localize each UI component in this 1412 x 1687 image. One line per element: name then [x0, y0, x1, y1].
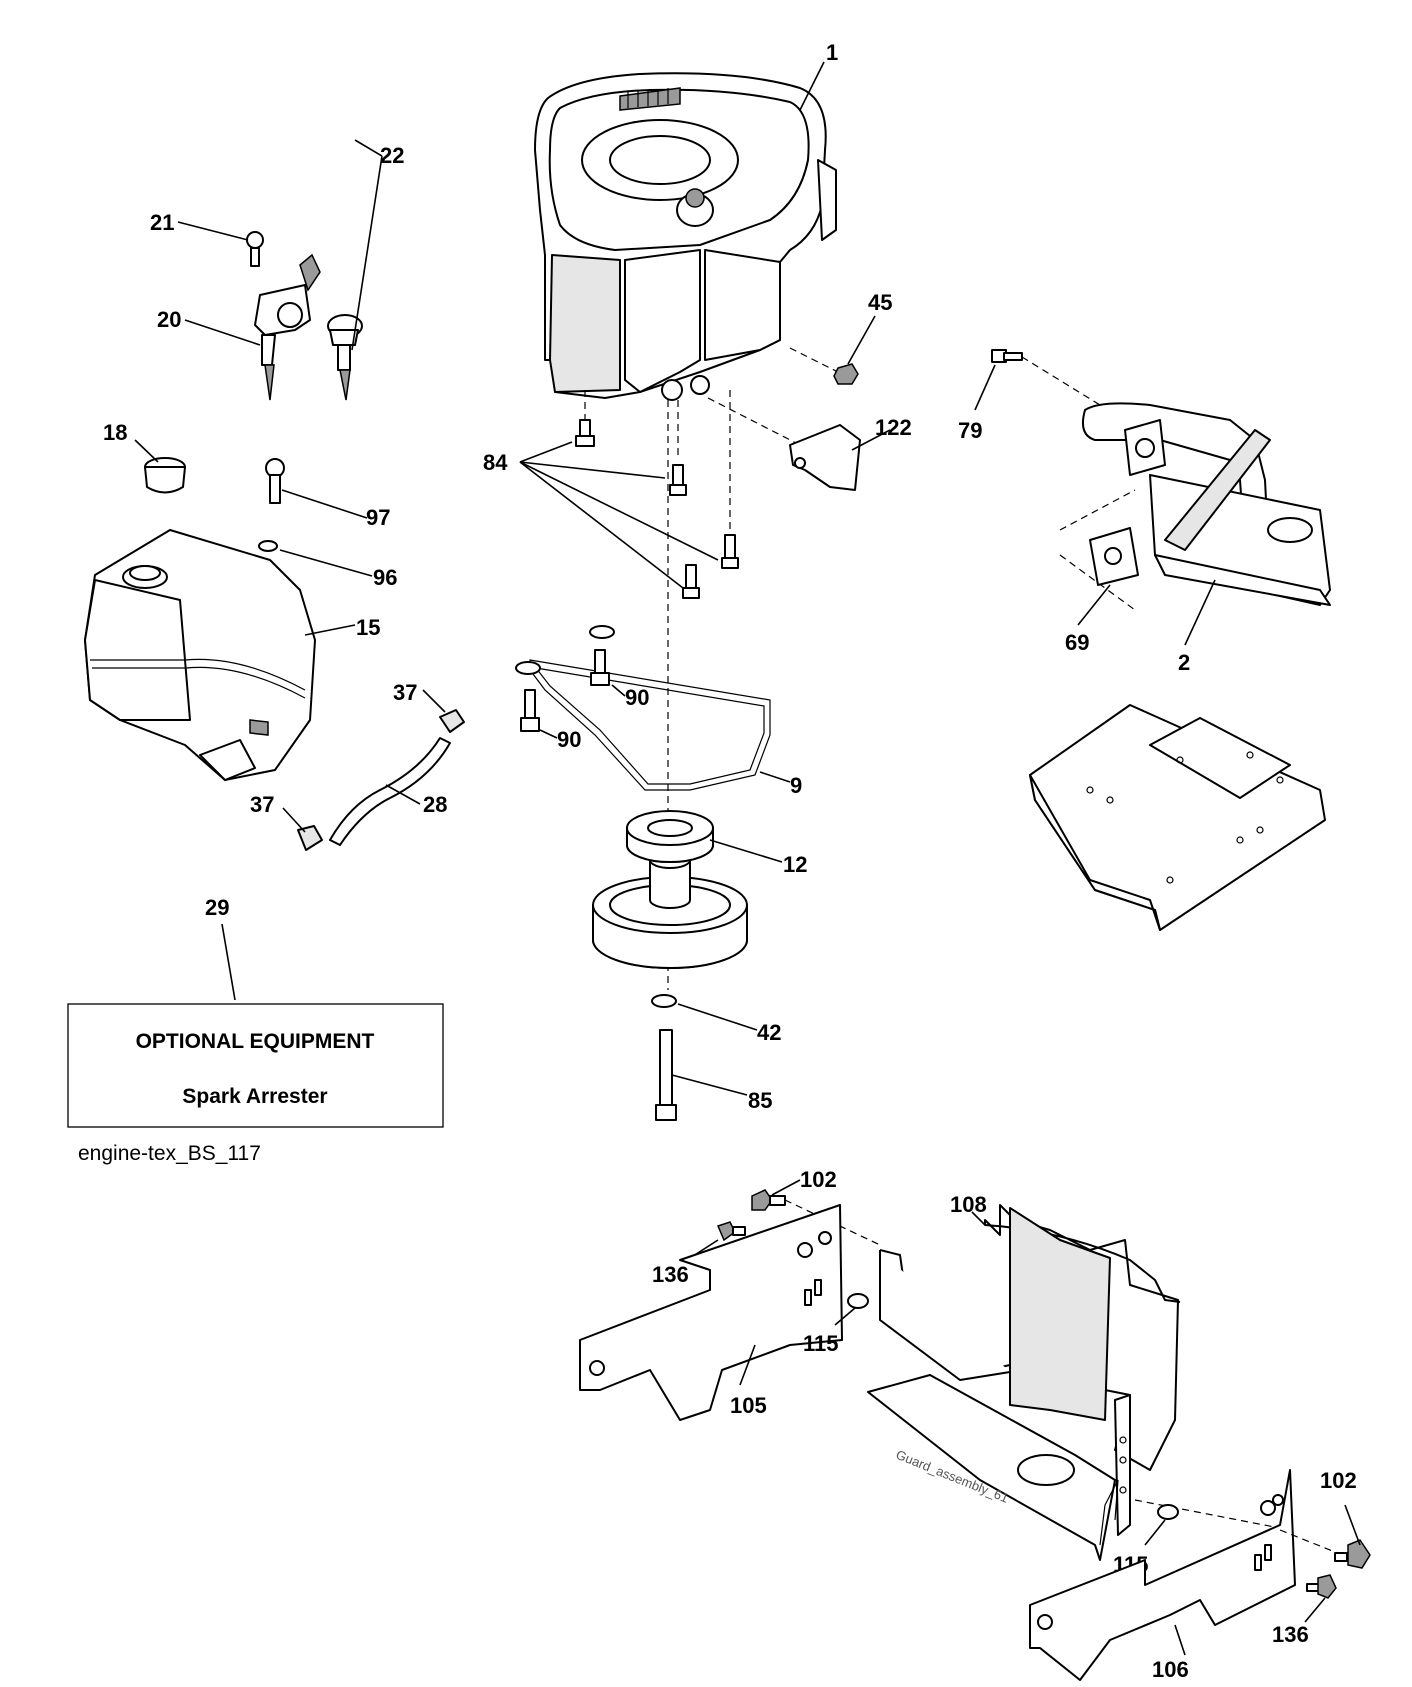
nut-part-45: [833, 363, 859, 385]
bracket-part-105: [579, 1204, 843, 1421]
screw-part-97: [265, 458, 285, 504]
callout-105: 105: [730, 1393, 767, 1418]
bolt-part-102-top: [751, 1189, 786, 1211]
bolt-part-102-right: [1334, 1539, 1371, 1569]
throttle-part-20: [254, 253, 321, 401]
callout-102-top: 102: [800, 1167, 837, 1192]
bolt-part-79: [991, 349, 1023, 363]
callout-69: 69: [1065, 630, 1089, 655]
callout-45: 45: [868, 290, 892, 315]
engine-part-1: [534, 72, 837, 401]
callout-1: 1: [826, 40, 838, 65]
optional-equipment-item: Spark Arrester: [182, 1085, 327, 1108]
washer-part-96: [258, 540, 278, 552]
washer-part-115-right: [1157, 1504, 1179, 1520]
fuel-line-part-28: [329, 737, 451, 846]
callout-22: 22: [380, 143, 404, 168]
engine-mount-plate: [1029, 704, 1326, 931]
washer-part-42: [651, 994, 677, 1008]
callout-18: 18: [103, 420, 127, 445]
knob-part-22: [327, 314, 363, 401]
muffler-part-2: [1082, 402, 1331, 606]
callout-21: 21: [150, 210, 174, 235]
optional-equipment-box: [67, 1003, 444, 1128]
callout-108: 108: [950, 1192, 987, 1217]
callout-42: 42: [757, 1020, 781, 1045]
fuel-tank-part-15: [84, 529, 316, 781]
callout-115-left: 115: [803, 1331, 839, 1356]
callout-122: 122: [875, 415, 912, 440]
diagram-id: engine-tex_BS_117: [78, 1142, 261, 1165]
bolt-part-85: [655, 1029, 677, 1121]
bracket-part-106: [1029, 1469, 1296, 1681]
callout-102-right: 102: [1320, 1468, 1357, 1493]
callout-106: 106: [1152, 1657, 1189, 1682]
guard-part-108: [867, 1204, 1181, 1561]
baffle-part-9: [515, 625, 771, 791]
callout-37-bottom: 37: [250, 792, 274, 817]
bolt-part-90-lower: [520, 689, 540, 732]
callout-136-top: 136: [652, 1262, 689, 1287]
callout-2: 2: [1178, 650, 1190, 675]
clamp-part-37-top: [439, 709, 465, 733]
callout-84: 84: [483, 450, 508, 475]
callout-90-upper: 90: [625, 685, 649, 710]
callout-97: 97: [366, 505, 390, 530]
bolt-part-90-upper: [590, 649, 610, 686]
callout-28: 28: [423, 792, 447, 817]
callout-90-lower: 90: [557, 727, 581, 752]
clamp-part-37-bottom: [297, 825, 323, 851]
callout-15: 15: [356, 615, 380, 640]
washer-part-115-left: [847, 1293, 869, 1309]
optional-equipment-title: OPTIONAL EQUIPMENT: [136, 1030, 375, 1053]
pulley-part-12: [592, 810, 748, 969]
callout-29: 29: [205, 895, 229, 920]
fuel-cap-part-18: [144, 457, 186, 494]
callout-85: 85: [748, 1088, 772, 1113]
callout-37-top: 37: [393, 680, 417, 705]
callout-20: 20: [157, 307, 181, 332]
callout-12: 12: [783, 852, 807, 877]
screw-part-21: [246, 231, 264, 267]
callout-136-right: 136: [1272, 1622, 1309, 1647]
callout-9: 9: [790, 773, 802, 798]
bolts-part-84: [575, 390, 739, 599]
callout-96: 96: [373, 565, 397, 590]
callout-79: 79: [958, 418, 982, 443]
bolt-part-136-top: [716, 1221, 746, 1242]
bolt-part-136-right: [1306, 1574, 1337, 1599]
